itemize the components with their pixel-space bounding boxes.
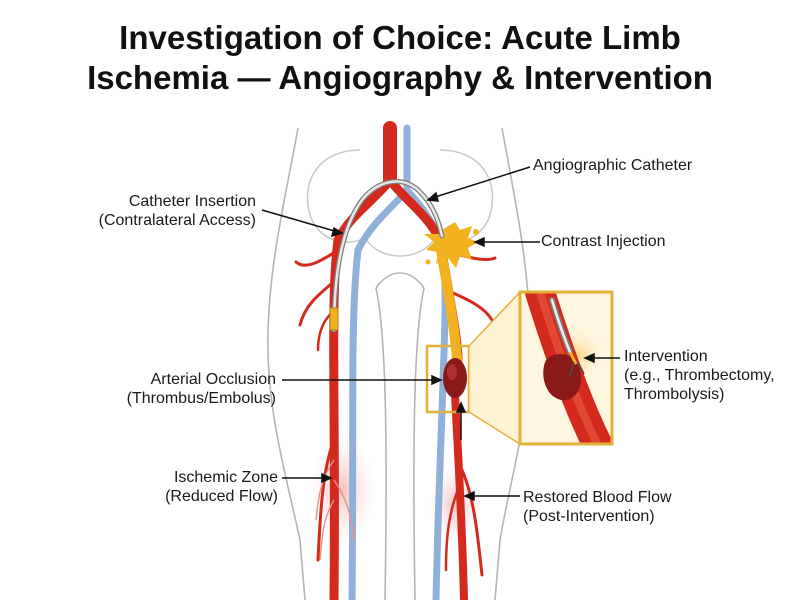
- label-line: (Thrombus/Embolus): [126, 390, 276, 407]
- label-line: (Contralateral Access): [98, 212, 256, 229]
- label-line: Contrast Injection: [541, 233, 666, 250]
- label-line: (e.g., Thrombectomy,: [624, 367, 775, 384]
- label-ischemic-zone: Ischemic Zone (Reduced Flow): [100, 468, 278, 506]
- ischemic-vessels: [315, 459, 355, 561]
- label-line: (Post-Intervention): [523, 508, 655, 525]
- inset-frame: [518, 290, 614, 446]
- label-angiographic-catheter: Angiographic Catheter: [533, 156, 692, 175]
- label-line: Catheter Insertion: [128, 193, 256, 210]
- diagram-title: Investigation of Choice: Acute Limb Isch…: [0, 18, 800, 98]
- contrast-droplet: [425, 259, 431, 265]
- leader-lines: [261, 166, 620, 502]
- title-line-1: Investigation of Choice: Acute Limb: [119, 19, 681, 56]
- label-line: Thrombolysis): [624, 386, 725, 403]
- connector-line: [468, 291, 521, 347]
- label-line: Intervention: [624, 348, 708, 365]
- contrast-droplet: [473, 229, 479, 235]
- catheter-sheath: [329, 307, 339, 331]
- label-line: Angiographic Catheter: [533, 157, 693, 174]
- label-restored-blood-flow: Restored Blood Flow (Post-Intervention): [523, 488, 672, 526]
- body-outline: [267, 127, 531, 600]
- label-line: (Reduced Flow): [165, 488, 278, 505]
- catheter-core: [332, 180, 444, 332]
- label-catheter-insertion: Catheter Insertion (Contralateral Access…: [60, 192, 256, 230]
- contrast-splash: [424, 222, 478, 268]
- label-contrast-injection: Contrast Injection: [541, 232, 666, 251]
- label-line: Restored Blood Flow: [523, 489, 672, 506]
- label-arterial-occlusion: Arterial Occlusion (Thrombus/Embolus): [78, 370, 276, 408]
- inset-magnified-view: [525, 292, 612, 444]
- title-line-2: Ischemia — Angiography & Intervention: [87, 59, 713, 96]
- connector-line: [468, 411, 521, 445]
- label-line: Ischemic Zone: [173, 469, 278, 486]
- catheter: [331, 179, 445, 333]
- inset-connector: [469, 292, 520, 444]
- thrombus-highlight: [447, 364, 457, 380]
- label-line: Arterial Occlusion: [150, 371, 276, 388]
- label-intervention: Intervention (e.g., Thrombectomy, Thromb…: [624, 347, 775, 404]
